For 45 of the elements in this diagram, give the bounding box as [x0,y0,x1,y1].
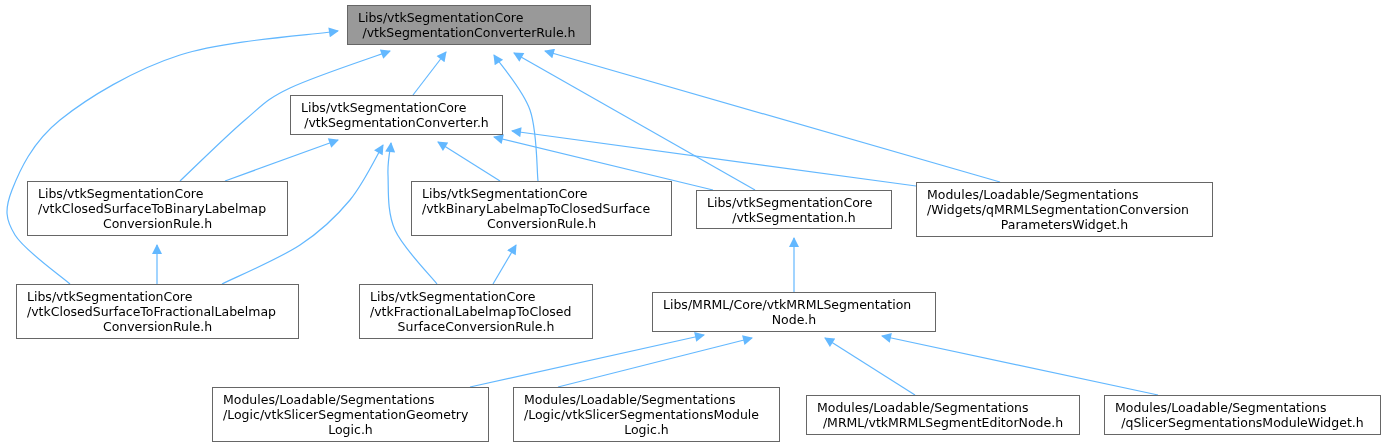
file-path: Libs/vtkSegmentationCore /vtkSegmentationConverter.h [301,100,490,130]
file-path: Modules/Loadable/Segmentations /qSlicerSegmentationsModuleWidget.h [1115,400,1365,430]
arrow [544,48,1001,183]
arrow [511,127,917,187]
file-path: Modules/Loadable/Segmentations /Logic/vtkSlicerSegmentationsModule Logic.h [524,392,761,437]
arrow [437,141,501,182]
file-path: Libs/MRML/Core/vtkMRMLSegmentation Node.h [663,297,913,327]
file-box [27,181,288,236]
file-path: Libs/vtkSegmentationCore /vtkClosedSurfaceToBinaryLabelmap ConversionRule.h [38,186,268,231]
file-box [696,190,892,229]
file-path: Libs/vtkSegmentationCore /vtkSegmentationConverterRule.h [358,10,577,40]
file-box [212,387,489,442]
arrow [824,337,916,396]
arrow [224,138,339,182]
file-box [290,95,503,135]
arrow [221,144,384,285]
file-path: Modules/Loadable/Segmentations /Logic/vtkSlicerSegmentationGeometry Logic.h [223,392,470,437]
file-path: Modules/Loadable/Segmentations /MRML/vtkMRMLSegmentEditorNode.h [817,400,1065,430]
file-box [16,284,299,339]
arrow [789,237,799,293]
arrow [469,332,705,388]
file-path: Libs/vtkSegmentationCore /vtkFractionalLabelmapToClosed SurfaceConversionRule.h [370,289,573,334]
arrow [557,335,753,388]
arrow [493,134,714,191]
file-box [1104,395,1381,435]
arrow [513,52,756,191]
arrow [493,54,539,182]
arrow [179,49,391,182]
file-box [652,292,936,332]
arrow [492,244,517,285]
file-path: Libs/vtkSegmentationCore /vtkBinaryLabelmapToClosedSurface ConversionRule.h [422,186,652,231]
file-path: Libs/vtkSegmentationCore /vtkSegmentation.h [707,194,874,225]
highlighted-file-box [347,5,591,45]
arrow [6,27,339,285]
arrow [152,244,162,285]
file-path: Modules/Loadable/Segmentations /Widgets/qMRMLSegmentationConversion ParametersWidget.h [927,187,1191,232]
file-box [916,182,1213,237]
file-box [806,395,1080,435]
arrow [384,142,438,285]
arrow [412,51,447,96]
file-path: Libs/vtkSegmentationCore /vtkClosedSurfaceToFractionalLabelmap ConversionRule.h [27,289,278,334]
file-box [513,387,780,442]
file-box [411,181,672,236]
arrow [881,333,1159,396]
file-box [359,284,593,339]
